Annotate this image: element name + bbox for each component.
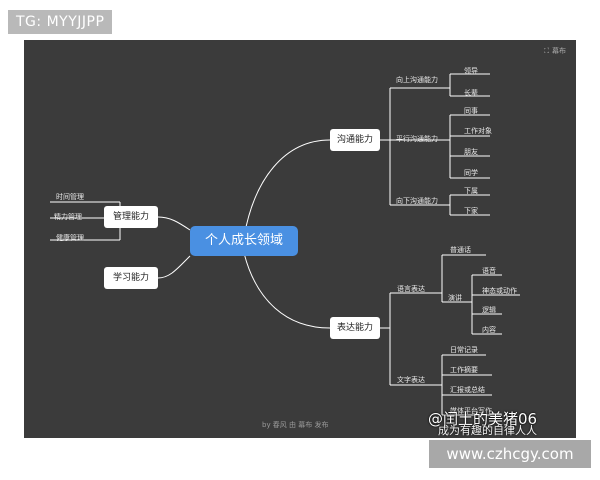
leaf-media-writing: 媒体平台写作 <box>450 407 492 415</box>
connector-root-learning <box>157 255 191 279</box>
node-communication[interactable]: 沟通能力 <box>330 129 380 151</box>
leaf-demeanor: 神态或动作 <box>482 287 517 295</box>
leaf-downstream: 下家 <box>464 207 478 215</box>
mindmap-connectors <box>50 73 520 416</box>
leaf-upward-communication: 向上沟通能力 <box>396 76 438 84</box>
mubu-logo-icon: ⛶ <box>544 47 549 55</box>
leaf-classmate: 同学 <box>464 169 478 177</box>
leaf-elder: 长辈 <box>464 89 478 97</box>
leaf-health-management: 健康管理 <box>56 234 84 242</box>
mindmap-canvas: ⛶幕布 个人成长领域 管理能力 时间管理 精力管理 健康管理 学习能力 沟通能力… <box>24 40 576 438</box>
node-learning[interactable]: 学习能力 <box>104 267 158 289</box>
mubu-brand: ⛶幕布 <box>544 46 566 56</box>
channel-tag: TG: MYYJJPP <box>8 10 113 34</box>
weibo-watermark-subtitle: 成为有趣的自律人人 <box>438 424 537 437</box>
node-management[interactable]: 管理能力 <box>104 206 158 228</box>
site-url-banner: www.czhcgy.com <box>429 440 591 468</box>
leaf-mandarin: 普通话 <box>450 246 471 254</box>
leaf-parallel-communication: 平行沟通能力 <box>396 135 438 143</box>
leaf-friend: 朋友 <box>464 148 478 156</box>
root-node[interactable]: 个人成长领域 <box>190 226 298 256</box>
leaf-subordinate: 下属 <box>464 187 478 195</box>
leaf-daily-notes: 日常记录 <box>450 346 478 354</box>
leaf-downward-communication: 向下沟通能力 <box>396 197 438 205</box>
leaf-work-summary: 工作摘要 <box>450 366 478 374</box>
leaf-time-management: 时间管理 <box>56 193 84 201</box>
leaf-colleague: 同事 <box>464 107 478 115</box>
leaf-leader: 领导 <box>464 67 478 75</box>
connector-root-management <box>157 216 191 231</box>
weibo-watermark: @闰土的美猪06 <box>428 410 538 428</box>
leaf-logic: 逻辑 <box>482 306 496 314</box>
leaf-work-partner: 工作对象 <box>464 127 492 135</box>
leaf-energy-management: 精力管理 <box>54 213 82 221</box>
leaf-content: 内容 <box>482 326 496 334</box>
leaf-voice: 语音 <box>482 267 496 275</box>
connector-root-communication <box>243 139 331 238</box>
connector-root-expression <box>243 252 331 329</box>
leaf-verbal-expression: 语言表达 <box>397 285 425 293</box>
leaf-written-expression: 文字表达 <box>397 376 425 384</box>
leaf-speech: 演讲 <box>448 294 462 302</box>
node-expression[interactable]: 表达能力 <box>330 317 380 339</box>
publisher-credit: by 春风 由 幕布 发布 <box>262 421 329 429</box>
brand-label: 幕布 <box>552 47 566 55</box>
leaf-report: 汇报或总结 <box>450 386 485 394</box>
